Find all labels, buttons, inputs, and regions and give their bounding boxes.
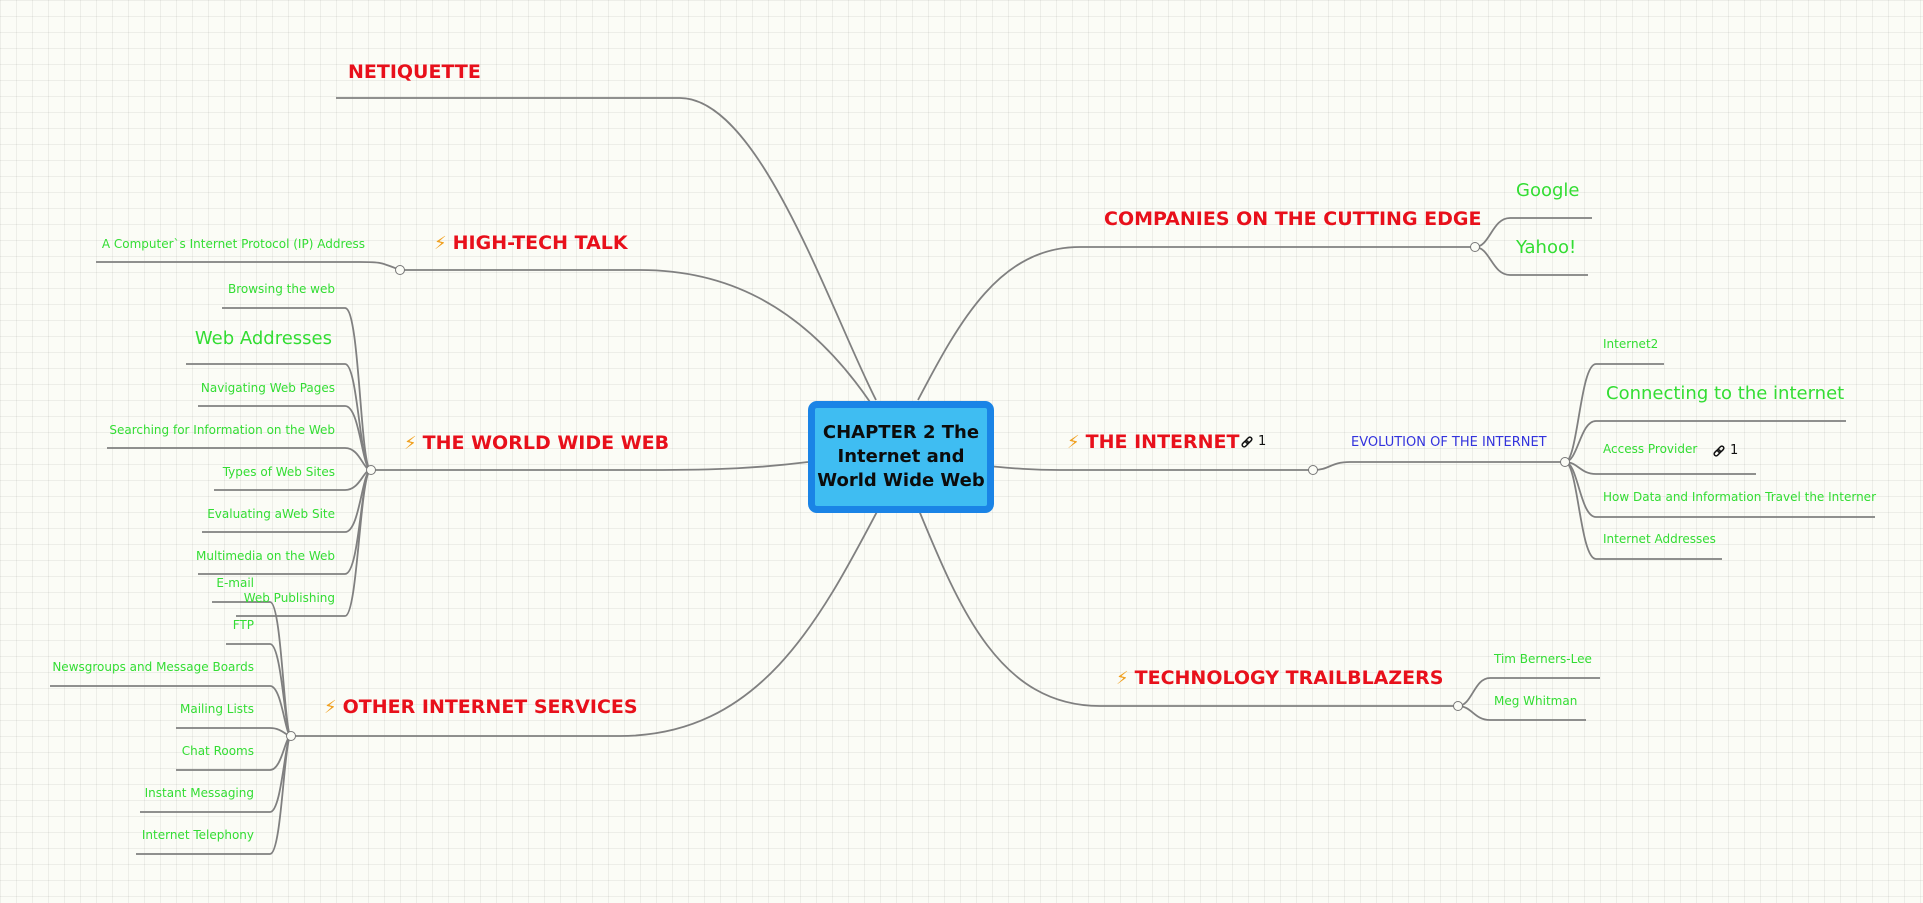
- subtopic-newsgroups[interactable]: Newsgroups and Message Boards: [52, 660, 254, 674]
- subtopic-internet-telephony[interactable]: Internet Telephony: [141, 828, 254, 842]
- topic-companies-cutting-edge[interactable]: COMPANIES ON THE CUTTING EDGE: [1104, 208, 1482, 231]
- subtopic-tim-berners-lee[interactable]: Tim Berners-Lee: [1494, 652, 1592, 666]
- connector-line: [136, 735, 292, 855]
- lightning-icon: ⚡: [434, 233, 447, 254]
- link-icon: [1241, 435, 1253, 448]
- junction-knob[interactable]: [286, 731, 296, 741]
- lightning-icon: ⚡: [1067, 432, 1080, 453]
- topic-netiquette-label: NETIQUETTE: [348, 61, 481, 83]
- lightning-icon: ⚡: [1116, 668, 1129, 689]
- topic-companies-label: COMPANIES ON THE CUTTING EDGE: [1104, 208, 1482, 230]
- topic-technology-trailblazers[interactable]: ⚡TECHNOLOGY TRAILBLAZERS: [1116, 667, 1444, 690]
- junction-knob[interactable]: [1453, 701, 1463, 711]
- subtopic-chat-rooms[interactable]: Chat Rooms: [181, 744, 254, 758]
- subtopic-navigating-web-pages[interactable]: Navigating Web Pages: [200, 381, 335, 395]
- subtopic-multimedia-on-the-web[interactable]: Multimedia on the Web: [196, 549, 335, 563]
- connector-line: [96, 261, 401, 271]
- connector-line: [336, 97, 877, 401]
- subtopic-how-data-travels[interactable]: How Data and Information Travel the Inte…: [1603, 490, 1876, 504]
- subtopic-searching-for-information[interactable]: Searching for Information on the Web: [109, 423, 335, 437]
- link-icon: [1713, 444, 1725, 457]
- junction-knob[interactable]: [1308, 465, 1318, 475]
- topic-world-wide-web[interactable]: ⚡THE WORLD WIDE WEB: [404, 432, 670, 455]
- connector-line: [1312, 461, 1565, 471]
- connector-line: [987, 465, 1313, 471]
- link-badge[interactable]: 1: [1240, 434, 1266, 449]
- subtopic-access-provider[interactable]: Access Provider: [1603, 442, 1698, 456]
- topic-high-tech-talk[interactable]: ⚡HIGH-TECH TALK: [434, 232, 628, 255]
- connector-line: [1564, 363, 1664, 463]
- connector-line: [186, 363, 372, 471]
- subtopic-yahoo[interactable]: Yahoo!: [1516, 237, 1577, 258]
- subtopic-ip-address[interactable]: A Computer`s Internet Protocol (IP) Addr…: [101, 237, 365, 251]
- subtopic-evaluating-a-web-site[interactable]: Evaluating aWeb Site: [207, 507, 335, 521]
- connector-line: [1564, 461, 1722, 560]
- topic-high-tech-talk-label: HIGH-TECH TALK: [452, 232, 628, 254]
- connector-line: [917, 246, 1475, 401]
- connector-line: [176, 727, 292, 737]
- connector-line: [1564, 461, 1756, 475]
- subtopic-internet2[interactable]: Internet2: [1603, 337, 1659, 351]
- subtopic-types-of-web-sites[interactable]: Types of Web Sites: [222, 465, 335, 479]
- topic-other-internet-services[interactable]: ⚡OTHER INTERNET SERVICES: [324, 696, 638, 719]
- lightning-icon: ⚡: [404, 433, 417, 454]
- connector-line: [371, 461, 809, 471]
- connector-line: [222, 307, 372, 471]
- link-count: 1: [1730, 443, 1739, 458]
- topic-the-internet[interactable]: ⚡THE INTERNET: [1067, 431, 1240, 454]
- subtopic-e-mail[interactable]: E-mail: [216, 576, 254, 590]
- junction-knob[interactable]: [1560, 457, 1570, 467]
- link-count: 1: [1258, 434, 1267, 449]
- topic-other-internet-services-label: OTHER INTERNET SERVICES: [342, 696, 638, 718]
- central-topic[interactable]: CHAPTER 2 The Internet and World Wide We…: [808, 401, 994, 513]
- subtopic-meg-whitman[interactable]: Meg Whitman: [1494, 694, 1578, 708]
- subtopic-mailing-lists[interactable]: Mailing Lists: [180, 702, 254, 716]
- lightning-icon: ⚡: [324, 697, 337, 718]
- topic-trailblazers-label: TECHNOLOGY TRAILBLAZERS: [1134, 667, 1444, 689]
- subtopic-connecting-to-the-internet[interactable]: Connecting to the internet: [1606, 383, 1845, 404]
- junction-knob[interactable]: [395, 265, 405, 275]
- link-badge[interactable]: 1: [1712, 443, 1738, 458]
- subtopic-google[interactable]: Google: [1516, 180, 1580, 201]
- subtopic-instant-messaging[interactable]: Instant Messaging: [144, 786, 254, 800]
- connector-line: [291, 505, 881, 737]
- junction-knob[interactable]: [1470, 242, 1480, 252]
- subtopic-ftp[interactable]: FTP: [232, 618, 254, 632]
- subtopic-internet-addresses[interactable]: Internet Addresses: [1603, 532, 1716, 546]
- connector-line: [198, 405, 372, 471]
- central-topic-label: CHAPTER 2 The Internet and World Wide We…: [817, 422, 985, 491]
- subtopic-evolution-of-the-internet[interactable]: EVOLUTION OF THE INTERNET: [1351, 435, 1547, 450]
- connector-line: [236, 469, 372, 617]
- subtopic-web-publishing[interactable]: Web Publishing: [243, 591, 335, 605]
- junction-knob[interactable]: [366, 465, 376, 475]
- subtopic-web-addresses[interactable]: Web Addresses: [194, 328, 332, 349]
- connector-line: [400, 269, 871, 403]
- subtopic-browsing-the-web[interactable]: Browsing the web: [227, 282, 335, 296]
- topic-the-internet-label: THE INTERNET: [1085, 431, 1240, 453]
- connector-line: [917, 507, 1458, 707]
- topic-netiquette[interactable]: NETIQUETTE: [348, 61, 481, 84]
- topic-world-wide-web-label: THE WORLD WIDE WEB: [422, 432, 670, 454]
